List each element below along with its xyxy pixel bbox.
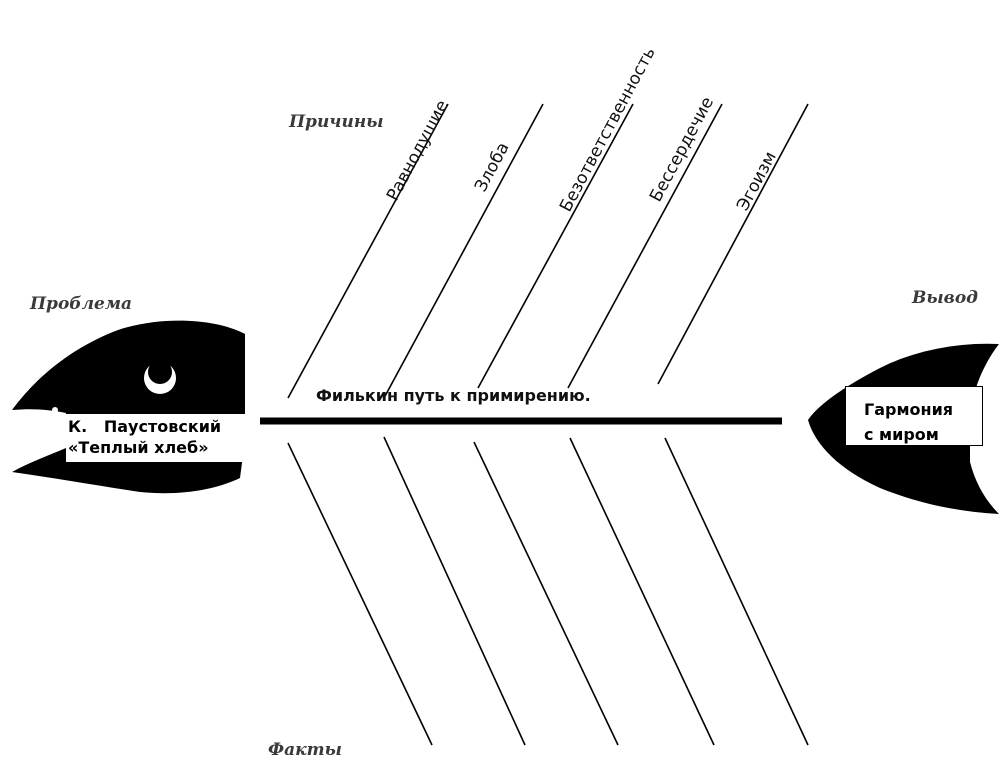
- problem-line-1: К. Паустовский: [68, 417, 222, 436]
- causes-heading: Причины: [289, 112, 384, 132]
- fact-bone: [473, 441, 619, 746]
- fact-bone: [383, 436, 526, 746]
- fact-bone: [569, 437, 715, 746]
- cause-bone: [477, 103, 634, 389]
- fact-bones: [287, 436, 809, 746]
- cause-bone: [287, 103, 449, 399]
- facts-heading: Факты: [268, 740, 342, 760]
- problem-box: К. Паустовский «Теплый хлеб»: [66, 414, 246, 462]
- fish-head: [12, 320, 245, 494]
- cause-bone: [567, 103, 723, 389]
- fish-nostril: [52, 407, 58, 413]
- fact-bone: [664, 437, 809, 746]
- fact-bone: [287, 442, 433, 746]
- cause-bone: [383, 103, 544, 399]
- cause-bone: [657, 103, 809, 385]
- spine-label: Филькин путь к примирению.: [316, 386, 591, 405]
- cause-bones: [287, 103, 809, 399]
- problem-heading: Проблема: [30, 294, 132, 314]
- conclusion-heading: Вывод: [912, 288, 978, 308]
- conclusion-line-2: с миром: [864, 425, 939, 444]
- conclusion-box: Гармония с миром: [845, 386, 983, 446]
- problem-line-2: «Теплый хлеб»: [68, 438, 209, 457]
- conclusion-line-1: Гармония: [864, 400, 954, 419]
